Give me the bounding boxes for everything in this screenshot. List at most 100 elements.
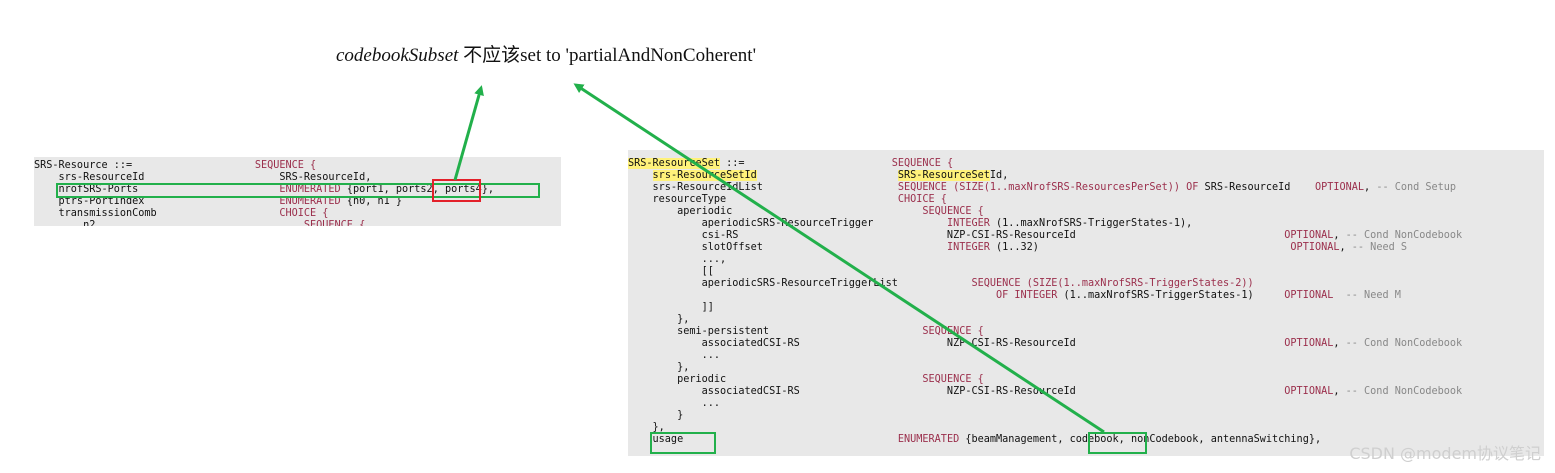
code-token: CHOICE { <box>897 194 947 205</box>
nrofsrs-ports-highlight-box <box>56 183 540 198</box>
code-line: aperiodic SEQUENCE { <box>628 206 984 218</box>
code-token: OPTIONAL <box>1314 182 1365 193</box>
code-token: {port1, ports2, ports4}, <box>340 184 495 195</box>
code-token: }, <box>628 314 690 325</box>
code-token: srs-ResourceIdList <box>628 182 898 193</box>
code-token: INTEGER <box>946 218 990 229</box>
code-token: OPTIONAL <box>1284 230 1334 241</box>
code-token: -- Cond NonCodebook <box>1345 338 1463 349</box>
code-line: ... <box>628 350 720 362</box>
code-token: -- Cond Setup <box>1376 182 1457 193</box>
annotation-body: 不应该set to 'partialAndNonCoherent' <box>458 45 757 66</box>
code-token: slotOffset <box>628 242 947 253</box>
code-token: , <box>1333 338 1346 349</box>
usage-highlight-box <box>650 432 716 454</box>
code-token: ENUMERATED <box>897 434 960 445</box>
code-line: resourceType CHOICE { <box>628 194 947 206</box>
code-token: SRS-ResourceId <box>1198 182 1315 193</box>
code-line: }, <box>628 314 689 326</box>
code-token: (1..32) <box>989 242 1291 253</box>
code-token: aperiodic <box>628 206 923 217</box>
code-token: associatedCSI-RS NZP-CSI-RS-ResourceId <box>628 386 1285 397</box>
code-line: associatedCSI-RS NZP-CSI-RS-ResourceId O… <box>628 338 1463 350</box>
code-token: semi-persistent <box>628 326 923 337</box>
code-token: associatedCSI-RS NZP-CSI-RS-ResourceId <box>628 338 1285 349</box>
code-line: ..., <box>628 254 727 266</box>
code-line: nrofSRS-Ports ENUMERATED {port1, ports2,… <box>34 184 495 196</box>
code-line: }, <box>628 362 689 374</box>
code-line: SRS-Resource ::= SEQUENCE { <box>34 160 316 172</box>
code-line: [[ <box>628 266 714 278</box>
code-token: -- Need S <box>1351 242 1407 253</box>
code-token: }, <box>628 362 690 373</box>
code-token: n2 <box>34 220 304 226</box>
code-line: ptrs-PortIndex ENUMERATED {n0, n1 } <box>34 196 403 208</box>
code-line: srs-ResourceIdList SEQUENCE (SIZE(1..max… <box>628 182 1457 194</box>
srs-resource-code-panel: SRS-Resource ::= SEQUENCE { srs-Resource… <box>34 157 561 226</box>
codebook-highlight-box <box>1088 432 1147 454</box>
code-line: slotOffset INTEGER (1..32) OPTIONAL, -- … <box>628 242 1407 254</box>
code-token: ptrs-PortIndex <box>34 196 280 207</box>
code-line: periodic SEQUENCE { <box>628 374 984 386</box>
code-line: ... <box>628 398 720 410</box>
code-line: csi-RS NZP-CSI-RS-ResourceId OPTIONAL, -… <box>628 230 1463 242</box>
code-token: ... <box>628 350 721 361</box>
code-line: aperiodicSRS-ResourceTriggerList SEQUENC… <box>628 278 1254 290</box>
code-token: SEQUENCE { <box>303 220 366 226</box>
code-token: SEQUENCE (SIZE(1..maxNrofSRS-ResourcesPe… <box>897 182 1199 193</box>
code-line: }, <box>628 422 665 434</box>
code-token: [[ <box>628 266 714 277</box>
code-token: (1..maxNrofSRS-TriggerStates-1) <box>1057 290 1285 301</box>
code-line: srs-ResourceId SRS-ResourceId, <box>34 172 372 184</box>
code-token: aperiodicSRS-ResourceTriggerList <box>628 278 972 289</box>
code-token: ENUMERATED <box>279 196 341 207</box>
annotation-field: codebookSubset <box>336 45 459 66</box>
code-token: -- Cond NonCodebook <box>1345 386 1463 397</box>
code-token: , <box>1364 182 1377 193</box>
code-token: }, <box>628 422 665 433</box>
code-line: ]] <box>628 302 714 314</box>
code-token: SEQUENCE { <box>922 374 984 385</box>
code-token: ... <box>628 398 721 409</box>
code-token: ::= <box>720 158 892 169</box>
code-line: SRS-ResourceSet ::= SEQUENCE { <box>628 158 953 170</box>
code-token: CHOICE { <box>279 208 329 219</box>
code-token: ENUMERATED <box>279 184 341 195</box>
code-token: csi-RS NZP-CSI-RS-ResourceId <box>628 230 1285 241</box>
code-line: srs-ResourceSetId SRS-ResourceSetId, <box>628 170 1008 182</box>
code-token: OPTIONAL <box>1290 242 1340 253</box>
code-token: SEQUENCE { <box>254 160 317 171</box>
code-token: SRS-Resource ::= <box>34 160 255 171</box>
code-token: transmissionComb <box>34 208 280 219</box>
arrow-codebook-to-note <box>573 83 1105 434</box>
code-line: usage ENUMERATED {beamManagement, codebo… <box>628 434 1322 446</box>
code-token: ..., <box>628 254 727 265</box>
code-token: ]] <box>628 302 714 313</box>
code-token: , <box>1339 242 1352 253</box>
code-line: semi-persistent SEQUENCE { <box>628 326 984 338</box>
code-token: OF INTEGER <box>996 290 1058 301</box>
code-token: -- Need M <box>1345 290 1401 301</box>
code-token: srs-ResourceSetId <box>652 170 757 181</box>
code-token: periodic <box>628 374 923 385</box>
code-token: , <box>1333 230 1346 241</box>
code-token: (1..maxNrofSRS-TriggerStates-1), <box>989 218 1193 229</box>
code-token: , <box>1333 386 1346 397</box>
arrow-ports2-to-note <box>453 85 484 181</box>
code-line: n2 SEQUENCE { <box>34 220 365 226</box>
code-token: {beamManagement, codebook, nonCodebook, … <box>959 434 1322 445</box>
annotation-text: codebookSubset 不应该set to 'partialAndNonC… <box>336 40 756 67</box>
code-line: transmissionComb CHOICE { <box>34 208 329 220</box>
code-token: nrofSRS-Ports <box>34 184 280 195</box>
code-token: SEQUENCE { <box>891 158 954 169</box>
code-line: OF INTEGER (1..maxNrofSRS-TriggerStates-… <box>628 290 1401 302</box>
code-token: -- Cond NonCodebook <box>1345 230 1463 241</box>
code-line: associatedCSI-RS NZP-CSI-RS-ResourceId O… <box>628 386 1463 398</box>
code-token: resourceType <box>628 194 898 205</box>
code-token: usage <box>628 434 898 445</box>
code-token: srs-ResourceId SRS-ResourceId, <box>34 172 372 183</box>
code-token: SRS-ResourceSet <box>897 170 990 181</box>
code-token: Id, <box>989 170 1009 181</box>
code-token: SEQUENCE { <box>922 206 984 217</box>
